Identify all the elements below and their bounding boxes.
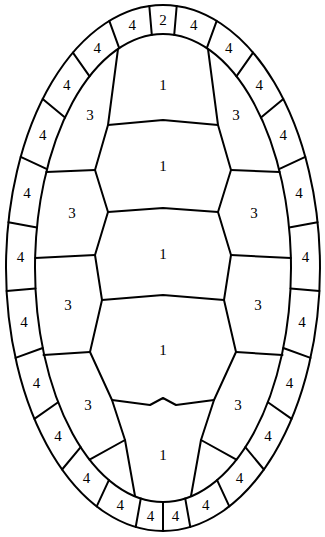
costal-dividers: [35, 170, 291, 460]
scute-number: 4: [83, 470, 91, 485]
scute-number: 2: [159, 13, 167, 28]
marginal-ring: [35, 34, 291, 502]
scute-number: 1: [159, 78, 167, 93]
scute-number: 4: [298, 314, 306, 329]
scute-number: 4: [295, 186, 303, 201]
scute-number: 3: [64, 298, 72, 313]
scute-number: 4: [202, 498, 210, 513]
scute-number: 1: [159, 247, 167, 262]
scute-number: 3: [250, 206, 258, 221]
scute-number: 4: [302, 250, 310, 265]
scute-number: 4: [279, 127, 287, 142]
scute-number: 3: [84, 398, 92, 413]
scute-number: 4: [172, 508, 180, 523]
shell-outline: [6, 5, 320, 531]
scute-number: 3: [234, 398, 242, 413]
scute-number: 4: [116, 498, 124, 513]
vertebral-column: [90, 49, 236, 496]
scute-number: 4: [286, 375, 294, 390]
marginal-dividers: [7, 6, 320, 531]
scute-number: 4: [20, 314, 28, 329]
scute-number: 3: [86, 108, 94, 123]
scute-number: 1: [159, 448, 167, 463]
scute-number: 4: [63, 77, 71, 92]
scute-number: 4: [128, 18, 136, 33]
scute-number: 4: [93, 40, 101, 55]
scute-number: 4: [236, 470, 244, 485]
scute-number: 4: [17, 250, 25, 265]
scute-number: 4: [147, 508, 155, 523]
scute-number: 3: [68, 206, 76, 221]
scute-number: 4: [23, 186, 31, 201]
scute-number: 3: [232, 108, 240, 123]
scute-number: 4: [33, 375, 41, 390]
scute-number: 4: [190, 18, 198, 33]
scute-number: 1: [159, 343, 167, 358]
scute-number: 4: [39, 127, 47, 142]
scute-number: 4: [54, 428, 62, 443]
scute-number: 3: [254, 298, 262, 313]
scute-number: 4: [256, 77, 264, 92]
scute-number: 4: [225, 40, 233, 55]
scute-number: 4: [264, 428, 272, 443]
scute-number: 1: [159, 159, 167, 174]
